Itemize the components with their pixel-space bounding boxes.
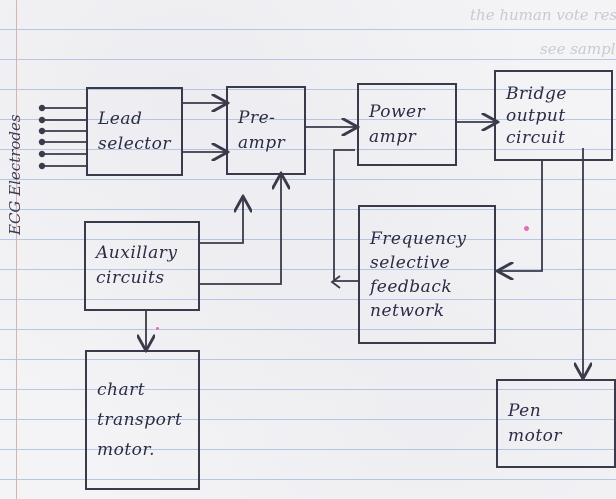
bridge-line-1: Bridge <box>506 83 567 104</box>
feedback-line-2: selective <box>370 252 451 273</box>
ink-speck-small <box>156 327 159 330</box>
aux-line-1: Auxillary <box>96 243 178 263</box>
chart-transport-motor-block: chart transport motor. <box>85 350 200 490</box>
wire-feedback-to-power <box>333 149 358 282</box>
aux-line-2: circuits <box>96 268 165 288</box>
electrodes-label: ECG Electrodes <box>6 114 24 235</box>
bridge-output-block: Bridge output circuit <box>494 70 613 161</box>
power-amp-block: Power ampr <box>357 83 457 166</box>
arrow-bridge-to-feedback <box>499 160 543 271</box>
pre-amp-line-1: Pre- <box>238 107 276 128</box>
margin-line <box>16 0 17 499</box>
chart-line-3: motor. <box>97 440 156 460</box>
pen-motor-block: Pen motor <box>496 379 616 468</box>
bridge-line-3: circuit <box>506 127 566 148</box>
feedback-network-block: Frequency selective feedback network <box>358 205 496 344</box>
ink-speck <box>524 226 529 231</box>
feedback-line-4: network <box>370 300 445 321</box>
pre-amp-block: Pre- ampr <box>226 86 306 175</box>
pre-amp-line-2: ampr <box>238 132 286 153</box>
chart-line-2: transport <box>97 410 183 430</box>
chart-line-1: chart <box>97 380 146 400</box>
lead-selector-block: Lead selector <box>86 87 183 176</box>
pen-line-2: motor <box>508 425 563 446</box>
power-amp-line-2: ampr <box>369 126 417 147</box>
auxiliary-circuits-block: Auxillary circuits <box>84 221 200 311</box>
pen-line-1: Pen <box>508 400 542 421</box>
power-amp-line-1: Power <box>369 101 426 122</box>
arrow-aux-to-preamp-left <box>198 198 243 244</box>
feedback-line-3: feedback <box>370 276 453 297</box>
feedback-line-1: Frequency <box>370 228 467 249</box>
lead-selector-line-1: Lead <box>98 108 143 129</box>
bridge-line-2: output <box>506 105 566 126</box>
arrowhead-feedback-return <box>330 275 341 289</box>
arrow-aux-to-preamp-right <box>198 175 281 285</box>
faint-background-text-2: see sample from the the PB <box>540 40 616 58</box>
lead-selector-line-2: selector <box>98 133 171 154</box>
faint-background-text: the human vote response to vibration <box>470 6 616 24</box>
